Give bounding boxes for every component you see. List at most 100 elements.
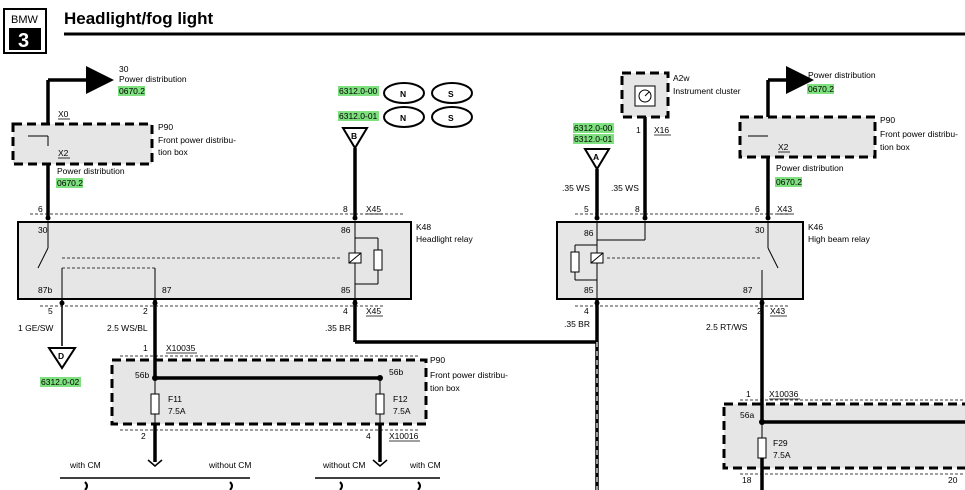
fuse-f12-rating: 7.5A <box>393 406 411 416</box>
fuse-f12: F12 <box>393 394 408 404</box>
fuse-n4: 4 <box>366 431 371 441</box>
bottom-branches: with CM without CM without CM with CM <box>60 459 441 490</box>
connector-b: B <box>351 131 357 141</box>
p90-fuse-name-2: tion box <box>430 383 461 393</box>
p90-left-name-1: Front power distribu- <box>158 135 236 145</box>
right-fuse-conn: X10036 <box>769 389 799 399</box>
wire-25-rtws: 2.5 RT/WS <box>706 322 748 332</box>
k46-name: High beam relay <box>808 234 871 244</box>
k48-relay: 6 8 X45 K48 Headlight relay 30 87b 87 86… <box>17 204 473 317</box>
k46-n2: 2 <box>757 306 762 316</box>
right-fuse-box: 1 X10036 56a F29 7.5A 18 20 <box>722 389 965 490</box>
p90-right-feed-ref[interactable]: 0670.2 <box>808 84 834 94</box>
k46-pin-85: 85 <box>584 285 594 295</box>
wire-35-br-left: .35 BR <box>325 323 351 333</box>
page-title: Headlight/fog light <box>64 9 214 28</box>
branch-without-cm-2: without CM <box>322 460 366 470</box>
p90-left-label: Power distribution <box>57 166 125 176</box>
p90-right-id: P90 <box>880 115 895 125</box>
term-56b-a: 56b <box>135 370 149 380</box>
branch-without-cm-1: without CM <box>208 460 252 470</box>
connector-a: A <box>593 152 599 162</box>
p90-left-pin-in: X0 <box>58 109 69 119</box>
wire-25-wsbl: 2.5 WS/BL <box>107 323 148 333</box>
wire-35-ws-1: .35 WS <box>562 183 590 193</box>
k48-name: Headlight relay <box>416 234 473 244</box>
feed-label: Power distribution <box>119 74 187 84</box>
p90-left-box: X0 X2 P90 Front power distribu- tion box… <box>11 109 236 188</box>
p90-right-out-label: Power distribution <box>776 163 844 173</box>
p90-fuse-box: 1 X10035 P90 Front power distribu- tion … <box>110 343 508 462</box>
right-ref-2[interactable]: 6312.0-01 <box>574 134 613 144</box>
term-56b-b: 56b <box>389 367 403 377</box>
fuse-conn-top: X10035 <box>166 343 196 353</box>
p90-right-feed-label: Power distribution <box>808 70 876 80</box>
k48-output-wires: 1 GE/SW 2.5 WS/BL .35 BR D 6312.0-02 <box>18 299 597 387</box>
p90-left-id: P90 <box>158 122 173 132</box>
feed-ref-bg <box>118 86 145 96</box>
right-refs: 6312.0-00 6312.0-01 A .35 WS .35 WS .35 … <box>562 123 639 490</box>
k46-n8: 8 <box>635 204 640 214</box>
p90-right-name-1: Front power distribu- <box>880 129 958 139</box>
bmw-logo: BMW 3 <box>3 8 47 54</box>
ref-d[interactable]: 6312.0-02 <box>41 377 80 387</box>
symbol-s-1: S <box>448 89 454 99</box>
symbol-n-2: N <box>400 113 406 123</box>
k46-pin-30: 30 <box>755 225 765 235</box>
symbol-n-1: N <box>400 89 406 99</box>
k46-relay: 5 8 6 X43 K46 High beam relay 86 85 30 8… <box>556 204 871 400</box>
k46-n5: 5 <box>584 204 589 214</box>
branch-with-cm-2: with CM <box>409 460 441 470</box>
center-refs: 6312.0-00 6312.0-01 N S N S B <box>338 82 473 218</box>
right-ref-1[interactable]: 6312.0-00 <box>574 123 613 133</box>
p90-left-pin-out: X2 <box>58 148 69 158</box>
p90-left-name-2: tion box <box>158 147 189 157</box>
a2w-id: A2w <box>673 73 690 83</box>
p90-right-name-2: tion box <box>880 142 911 152</box>
k48-conn-bottom: X45 <box>366 306 381 316</box>
fuse-n1: 1 <box>143 343 148 353</box>
feed-terminal: 30 <box>119 64 129 74</box>
fuse-n2: 2 <box>141 431 146 441</box>
p90-right-box: Power distribution 0670.2 X2 P90 Front p… <box>738 66 958 218</box>
symbol-s-2: S <box>448 113 454 123</box>
a2w-name: Instrument cluster <box>673 86 741 96</box>
right-fuse-term: 56a <box>740 410 754 420</box>
connector-d: D <box>58 351 64 361</box>
right-fuse-f29: F29 <box>773 438 788 448</box>
k48-pin-85: 85 <box>341 285 351 295</box>
series-label: 3 <box>18 30 29 52</box>
k46-conn-top: X43 <box>777 204 792 214</box>
wire-1-gesw: 1 GE/SW <box>18 323 53 333</box>
k46-id: K46 <box>808 222 823 232</box>
right-fuse-rating: 7.5A <box>773 450 791 460</box>
p90-fuse-id: P90 <box>430 355 445 365</box>
right-fuse-n20: 20 <box>948 475 958 485</box>
p90-left-ref[interactable]: 0670.2 <box>57 178 83 188</box>
a2w-conn: X16 <box>654 125 669 135</box>
k48-conn-top: X45 <box>366 204 381 214</box>
brand-label: BMW <box>11 14 39 26</box>
k48-id: K48 <box>416 222 431 232</box>
center-ref-1[interactable]: 6312.0-00 <box>339 86 378 96</box>
branch-with-cm-1: with CM <box>69 460 101 470</box>
k48-pin-87: 87 <box>162 285 172 295</box>
k48-n5: 5 <box>48 306 53 316</box>
k48-n2: 2 <box>143 306 148 316</box>
k48-pin-87b: 87b <box>38 285 52 295</box>
p90-right-pin: X2 <box>778 142 789 152</box>
k46-pin-86: 86 <box>584 228 594 238</box>
k46-n4: 4 <box>584 306 589 316</box>
fuse-f11: F11 <box>168 394 182 404</box>
center-ref-2[interactable]: 6312.0-01 <box>339 111 378 121</box>
k48-pin-86: 86 <box>341 225 351 235</box>
junction-dots <box>45 215 771 425</box>
k46-pin-87: 87 <box>743 285 753 295</box>
fuse-conn-bottom: X10016 <box>389 431 419 441</box>
p90-right-out-ref[interactable]: 0670.2 <box>776 177 802 187</box>
k48-pin-30: 30 <box>38 225 48 235</box>
right-fuse-n18: 18 <box>742 475 752 485</box>
k48-n8: 8 <box>343 204 348 214</box>
k46-conn-bottom: X43 <box>770 306 785 316</box>
feed-ref[interactable]: 0670.2 <box>119 86 145 96</box>
